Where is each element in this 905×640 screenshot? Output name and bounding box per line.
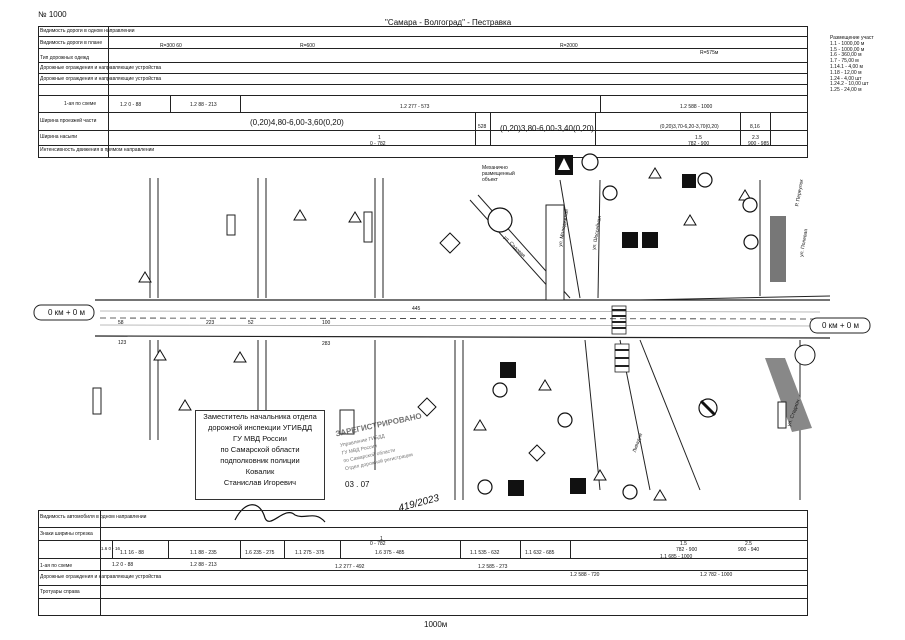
legend-item: 1.24.2 - 10,00 шт [830, 81, 869, 88]
row-label-visibility-plan: Видимость дороги в плане [40, 40, 103, 46]
main-cell: 1 [380, 536, 383, 542]
scheme-cell: 1.6 375 - 485 [375, 550, 405, 556]
row-label-guards-1: Дорожные ограждения и направляющие устро… [40, 65, 162, 71]
bottom-row-label: Видимость автомобиля в одном направлении [40, 514, 147, 520]
legend-item: 1.7 - 75,00 м [830, 58, 859, 65]
approval-stamp: Заместитель начальника отдела дорожной и… [195, 410, 325, 500]
distance-label: 52 [248, 320, 254, 326]
legend-item: 1.14.1 - 4,00 м [830, 63, 863, 70]
bottom-row-label: 1-ая по схеме [40, 563, 73, 569]
row-label-width: Ширина проезжей части [40, 118, 97, 124]
vis-value-2: R=600 [300, 43, 315, 49]
scheme-cell-2: 1.2 88 - 213 [190, 102, 217, 108]
main-cell: 1.5 [680, 541, 687, 547]
page-title: "Самара - Волгоград" - Пестравка [385, 18, 512, 27]
width-cell-4: (0,20)3,70-6,20-3,70(0,20) [660, 124, 719, 130]
scheme-cell: 1.1 275 - 375 [295, 550, 325, 556]
map-right-km-label: 0 км + 0 м [822, 321, 859, 330]
map-left-km-label: 0 км + 0 м [48, 308, 85, 317]
main-cell: 782 - 900 [676, 547, 698, 553]
distance-label: 100 [322, 320, 331, 326]
scheme-cell: 1.6 235 - 275 [245, 550, 275, 556]
legend: Размещение участ 1.1 - 1000,00 м 1.5 - 1… [830, 35, 874, 94]
legend-title: Размещение участ [830, 35, 874, 41]
distance-label: 223 [206, 320, 215, 326]
sheet-number: № 1000 [38, 10, 67, 19]
legend-item: 1.18 - 12,00 м [830, 69, 862, 76]
row-label-scheme: 1-ая по схеме [64, 101, 97, 107]
second-row-cell: 1.2 782 - 1000 [700, 572, 733, 578]
bottom-cell-5: 2.3 [752, 135, 759, 141]
scheme-cell: 1.1 685 - 1000 [660, 554, 693, 560]
row-label-pavement: Тип дорожных одежд [40, 55, 90, 61]
scheme-cell: 1.1 632 - 685 [525, 550, 555, 556]
bottom-cell-3: 1.5 [695, 135, 702, 141]
scheme-cell: 1.6 0 - 16 [101, 546, 121, 551]
bottom-row-label: Дорожные ограждения и направляющие устро… [40, 574, 162, 580]
bottom-row-label: Знаки ширины отрезка [40, 531, 93, 537]
vis-value-1: R=300 60 [160, 43, 182, 49]
main-cell: 0 - 782 [370, 541, 386, 547]
bottom-cell-2: 0 - 782 [370, 141, 386, 147]
legend-item: 1.25 - 24,00 м [830, 87, 862, 94]
legend-item: 1.24 - 4,00 шт [830, 75, 862, 82]
width-cell-3: 528 [478, 124, 487, 130]
object-note: Механично размещенный объект [482, 165, 515, 183]
distance-label: 445 [412, 306, 421, 312]
main-cell: 900 - 940 [738, 547, 760, 553]
row-label-embankment: Ширина насыпи [40, 134, 78, 140]
row-label-guards-2: Дорожные ограждения и направляющие устро… [40, 76, 162, 82]
bottom-cell-6: 900 - 985 [748, 141, 770, 147]
second-row-cell: 1.2 588 - 720 [570, 572, 600, 578]
width-cell-1: (0,20)4,80-6,00-3,60(0,20) [250, 118, 344, 127]
distance-label: 58 [118, 320, 124, 326]
second-row-cell: 1.2 88 - 213 [190, 562, 217, 568]
width-cell-5: 8,16 [750, 124, 760, 130]
distance-label: 123 [118, 340, 127, 346]
vis-value-4: R=575м [700, 50, 719, 56]
scheme-cell: 1.1 88 - 235 [190, 550, 217, 556]
scheme-cell: 1.1 16 - 88 [120, 550, 144, 556]
width-cell-2: (0,20)3,80-6,00-3,40(0,20) [500, 124, 594, 133]
bottom-cell-1: 1 [378, 135, 381, 141]
bottom-row-label: Тротуары справа [40, 589, 80, 595]
legend-item: 1.5 - 1000,00 м [830, 46, 865, 53]
row-label-visibility-dir: Видимость дороги в одном направлении [40, 28, 135, 34]
second-row-cell: 1.2 277 - 492 [335, 564, 365, 570]
scheme-cell: 1.1 535 - 632 [470, 550, 500, 556]
distance-label: 283 [322, 341, 331, 347]
scheme-cell-3: 1.2 277 - 573 [400, 104, 430, 110]
legend-item: 1.1 - 1000,00 м [830, 40, 865, 47]
vis-value-3: R=2000 [560, 43, 578, 49]
second-row-cell: 1.2 585 - 273 [478, 564, 508, 570]
scale-label: 1000м [424, 620, 448, 629]
main-cell: 2.5 [745, 541, 752, 547]
scheme-cell-4: 1.2 588 - 1000 [680, 104, 713, 110]
scheme-cell-1: 1.2 0 - 88 [120, 102, 142, 108]
row-label-traffic: Интенсивность движения в прямом направле… [40, 147, 155, 153]
stamp-date: 03 . 07 [345, 480, 370, 489]
second-row-cell: 1.2 0 - 88 [112, 562, 134, 568]
legend-item: 1.6 - 360,00 м [830, 52, 862, 59]
bottom-cell-4: 782 - 900 [688, 141, 710, 147]
